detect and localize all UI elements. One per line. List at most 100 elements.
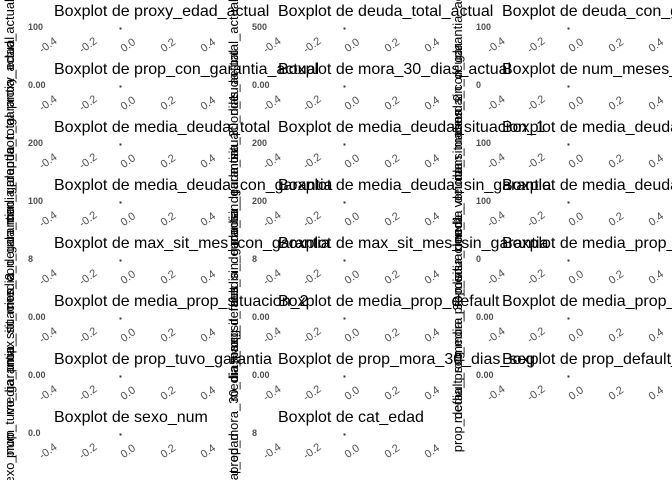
x-tick-label: 0.2 (383, 442, 402, 461)
x-tick-label: 0.2 (383, 268, 402, 287)
y-tick-label: 0.00 (476, 312, 494, 322)
y-axis-label: prop_con_garantia_actual (2, 37, 17, 187)
panel-title: Boxplot de media_prop_situacion_1 (502, 235, 672, 252)
x-tick-label: -0.4 (37, 383, 59, 404)
x-tick-label: -0.4 (37, 441, 59, 462)
x-tick-label: 0.4 (423, 442, 442, 461)
box-mark (567, 201, 570, 204)
x-tick-label: 0.0 (119, 384, 138, 403)
x-tick-label: 0.4 (199, 268, 218, 287)
x-tick-label: 0.2 (159, 152, 178, 171)
box-mark (567, 259, 570, 262)
x-tick-label: -0.4 (261, 383, 283, 404)
y-axis-label: media_deuda_con_garantia (2, 147, 17, 309)
x-tick-label: -0.4 (485, 35, 507, 56)
box-mark (119, 259, 122, 262)
y-axis-label: media_prop_default (226, 286, 241, 401)
x-tick-label: 0.4 (199, 94, 218, 113)
x-tick-label: 0.4 (647, 268, 666, 287)
box-mark (343, 433, 346, 436)
x-tick-label: 0.4 (199, 152, 218, 171)
x-tick-label: -0.2 (77, 35, 99, 56)
box-mark (119, 433, 122, 436)
box-mark (567, 27, 570, 30)
x-tick-label: 0.0 (119, 442, 138, 461)
x-tick-label: -0.2 (525, 35, 547, 56)
x-tick-label: 0.2 (159, 442, 178, 461)
x-tick-label: -0.4 (261, 151, 283, 172)
box-mark (119, 85, 122, 88)
x-tick-label: -0.4 (261, 35, 283, 56)
x-tick-label: 0.4 (647, 210, 666, 229)
x-tick-label: 0.4 (423, 268, 442, 287)
y-tick-label: 0.00 (476, 370, 494, 380)
y-tick-label: 0.00 (28, 370, 46, 380)
panel-title: Boxplot de prop_default_seg (502, 351, 672, 368)
y-tick-label: 0.00 (252, 80, 270, 90)
box-mark (119, 143, 122, 146)
x-tick-label: -0.2 (301, 441, 323, 462)
x-tick-label: 0.4 (647, 36, 666, 55)
y-tick-label: 0 (476, 254, 481, 264)
x-tick-label: 0.2 (159, 210, 178, 229)
panel-title: Boxplot de max_sit_mes_con_garantia (54, 235, 330, 252)
panel-title: Boxplot de prop_con_garantia_actual (54, 61, 319, 78)
x-tick-label: 0.2 (383, 384, 402, 403)
panel-title: Boxplot de media_deuda_situacion_1 (278, 119, 545, 136)
x-tick-label: -0.4 (37, 209, 59, 230)
y-tick-label: 8 (28, 254, 33, 264)
x-tick-label: -0.2 (77, 209, 99, 230)
x-tick-label: 0.0 (567, 36, 586, 55)
panel-title: Boxplot de media_deuda_situacion_2 (502, 119, 672, 136)
x-tick-label: -0.2 (525, 325, 547, 346)
x-tick-label: 0.2 (383, 36, 402, 55)
y-axis-label: prop_mora_30_dias_seg (226, 330, 241, 474)
x-tick-label: -0.2 (301, 93, 323, 114)
y-tick-label: 100 (476, 196, 491, 206)
box-mark (119, 375, 122, 378)
panel-title: Boxplot de media_prop_mora_30_dias (502, 293, 672, 310)
panel-title: Boxplot de sexo_num (54, 409, 208, 426)
y-axis-label: num_meses_sin_deuda (450, 42, 465, 181)
y-tick-label: 0.00 (28, 312, 46, 322)
x-tick-label: 0.2 (607, 326, 626, 345)
panel-title: Boxplot de mora_30_dias_actual (278, 61, 511, 78)
box-mark (343, 375, 346, 378)
panel-title: Boxplot de prop_tuvo_garantia (54, 351, 272, 368)
x-tick-label: 0.0 (567, 210, 586, 229)
x-tick-label: -0.2 (525, 151, 547, 172)
x-tick-label: -0.2 (77, 325, 99, 346)
x-tick-label: 0.4 (199, 326, 218, 345)
x-tick-label: -0.4 (485, 325, 507, 346)
y-axis-label: proxy_edad_actual (2, 0, 17, 109)
x-tick-label: 0.2 (607, 268, 626, 287)
x-tick-label: 0.4 (199, 36, 218, 55)
x-tick-label: 0.0 (119, 268, 138, 287)
x-tick-label: -0.4 (37, 325, 59, 346)
x-tick-label: 0.2 (383, 210, 402, 229)
x-tick-label: -0.4 (261, 209, 283, 230)
x-tick-label: 0.4 (423, 384, 442, 403)
x-tick-label: -0.4 (485, 93, 507, 114)
x-tick-label: 0.2 (159, 384, 178, 403)
x-tick-label: -0.4 (37, 35, 59, 56)
box-mark (567, 375, 570, 378)
y-axis-label: max_sit_mes_sin_garantia (226, 208, 241, 363)
y-axis-label: media_deuda_total (2, 115, 17, 226)
x-tick-label: -0.4 (485, 383, 507, 404)
x-tick-label: 0.4 (647, 384, 666, 403)
x-tick-label: 0.2 (159, 326, 178, 345)
y-tick-label: 100 (476, 138, 491, 148)
x-tick-label: -0.2 (301, 267, 323, 288)
x-tick-label: -0.2 (525, 209, 547, 230)
x-tick-label: -0.2 (77, 93, 99, 114)
y-axis-label: media_deuda_vencida (450, 162, 465, 294)
x-tick-label: 0.2 (607, 94, 626, 113)
y-axis-label: media_deuda_sin_garantia (226, 149, 241, 307)
